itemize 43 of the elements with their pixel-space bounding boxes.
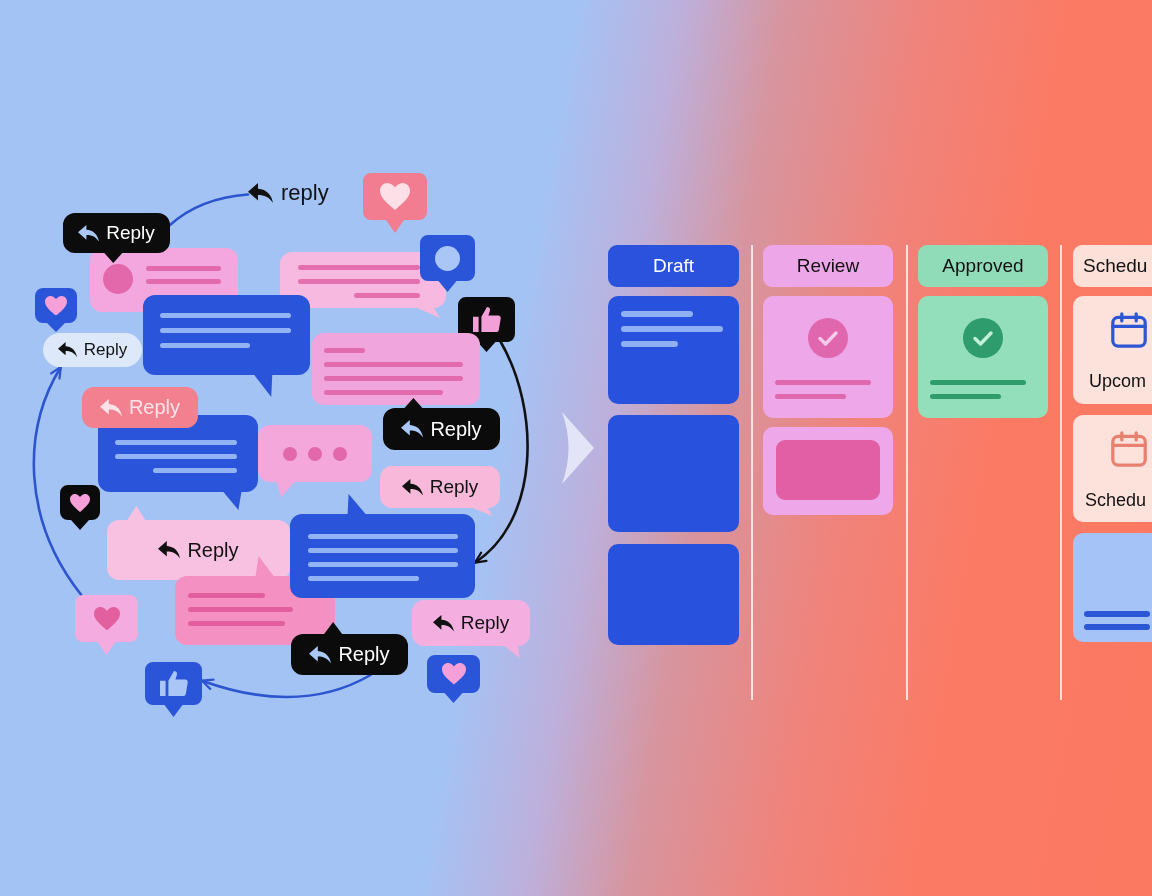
reaction-bubble — [420, 235, 475, 292]
curved-arrow — [32, 365, 83, 597]
bubble-label: Reply — [460, 612, 510, 634]
chat-bubble — [258, 425, 372, 497]
reply-bubble — [43, 333, 142, 367]
column-header: Review — [763, 245, 893, 287]
reaction-bubble — [145, 662, 202, 717]
bubble-label: Reply — [338, 643, 390, 666]
reaction-bubble — [60, 485, 100, 530]
task-card — [763, 296, 893, 418]
reaction-bubble — [427, 655, 480, 703]
card-label: Upcom — [1089, 371, 1146, 392]
reaction-bubble — [75, 595, 138, 655]
reply-bubble — [412, 600, 530, 658]
chat-bubble — [143, 295, 310, 397]
reply-bubble — [380, 466, 500, 516]
reaction-bubble — [35, 288, 77, 332]
chat-bubble — [312, 333, 480, 405]
curved-line — [168, 193, 250, 227]
card-label: Schedu — [1085, 490, 1147, 511]
bubble-label: Reply — [128, 396, 181, 419]
reply-label: reply — [281, 180, 329, 206]
bubble-label: Reply — [430, 417, 482, 441]
reply-bubble — [107, 506, 290, 580]
task-card — [1073, 533, 1152, 642]
column-header: Schedu — [1073, 245, 1152, 287]
bubble-label: Reply — [106, 222, 155, 244]
task-card — [608, 544, 739, 645]
task-card — [763, 427, 893, 515]
column-header: Approved — [918, 245, 1048, 287]
reaction-bubble — [363, 173, 427, 233]
task-card — [608, 296, 739, 404]
task-card — [1073, 296, 1152, 404]
task-card — [918, 296, 1048, 418]
reply-bubble — [82, 387, 198, 428]
column-header: Draft — [608, 245, 739, 287]
task-card — [608, 415, 739, 532]
reply-bubble — [291, 622, 408, 675]
task-card — [1073, 415, 1152, 522]
bubble-label: Reply — [429, 476, 479, 498]
bubble-label: Reply — [187, 538, 239, 562]
bubble-label: Reply — [83, 340, 128, 360]
reply-bubble — [383, 398, 500, 450]
